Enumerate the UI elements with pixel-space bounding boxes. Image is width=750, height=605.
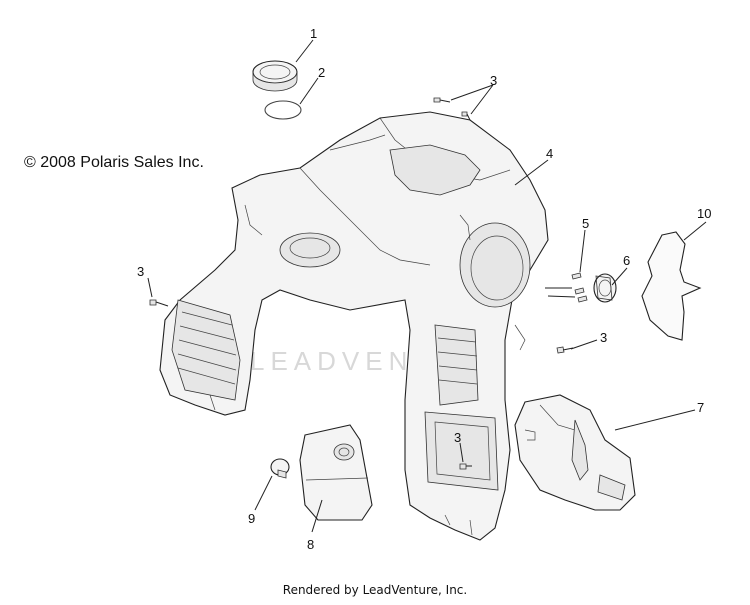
callout-5: 5 <box>582 216 589 231</box>
callout-9: 9 <box>248 511 255 526</box>
callout-7: 7 <box>697 400 704 415</box>
part-6-bezel <box>593 273 617 303</box>
callout-1: 1 <box>310 26 317 41</box>
part-1-cap <box>252 60 298 92</box>
callout-3: 3 <box>490 73 497 88</box>
part-3-screws-top <box>433 97 472 123</box>
part-4-hood-panel <box>159 111 549 541</box>
callout-3-right: 3 <box>600 330 607 345</box>
left-vent-louvers <box>171 299 241 401</box>
part-3-screw-right <box>556 346 574 354</box>
part-9-knob <box>270 458 290 479</box>
callout-2: 2 <box>318 65 325 80</box>
copyright-text: © 2008 Polaris Sales Inc. <box>24 154 204 171</box>
part-10-decal <box>641 231 702 341</box>
callout-8: 8 <box>307 537 314 552</box>
callout-4: 4 <box>546 146 553 161</box>
part-3-screw-left <box>149 299 169 307</box>
footer-text: Rendered by LeadVenture, Inc. <box>282 583 468 597</box>
part-8-cover-panel <box>299 424 373 521</box>
callout-10: 10 <box>697 206 711 221</box>
right-vent-louvers <box>434 324 479 406</box>
part-5-screws <box>545 272 588 303</box>
part-7-side-pod <box>514 394 636 511</box>
part-3-screw-lower <box>459 463 472 470</box>
part-2-oring <box>264 100 302 120</box>
callout-3-lower: 3 <box>454 430 461 445</box>
callout-6: 6 <box>623 253 630 268</box>
leader-lines <box>147 39 707 533</box>
callout-3-left: 3 <box>137 264 144 279</box>
